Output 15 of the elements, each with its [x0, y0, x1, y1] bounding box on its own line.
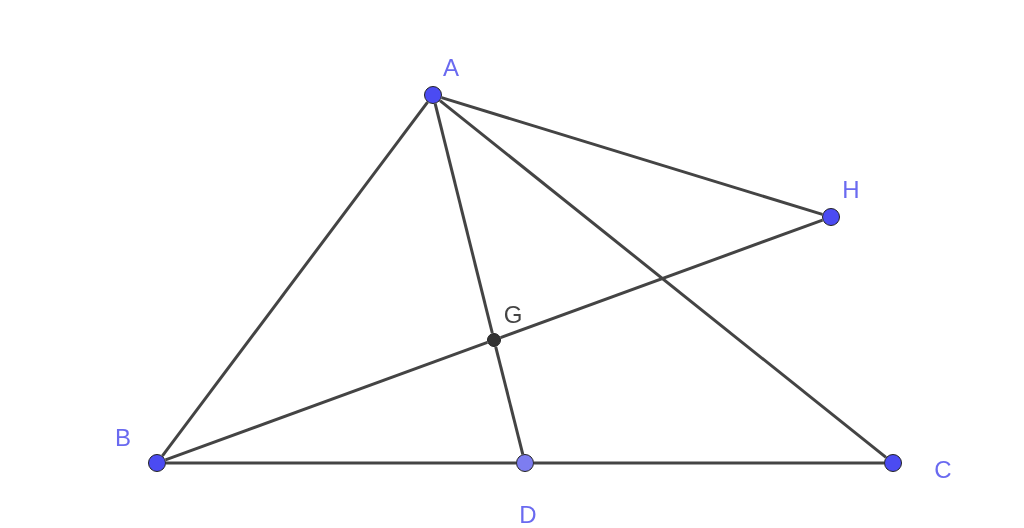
line-segment: [164, 341, 488, 462]
line-segment: [494, 346, 525, 455]
line-segment: [439, 99, 887, 459]
line-segment: [166, 461, 516, 465]
point-label: C: [934, 458, 952, 482]
point-label: G: [503, 303, 523, 327]
line-segment: [534, 461, 884, 465]
line-segment: [433, 103, 494, 334]
line-segment: [441, 96, 823, 216]
line-segment: [161, 101, 429, 457]
line-segment: [500, 218, 824, 339]
point-label: A: [443, 56, 459, 80]
point-label: H: [842, 178, 860, 202]
point-label: D: [519, 503, 537, 527]
point-label: B: [115, 426, 131, 450]
